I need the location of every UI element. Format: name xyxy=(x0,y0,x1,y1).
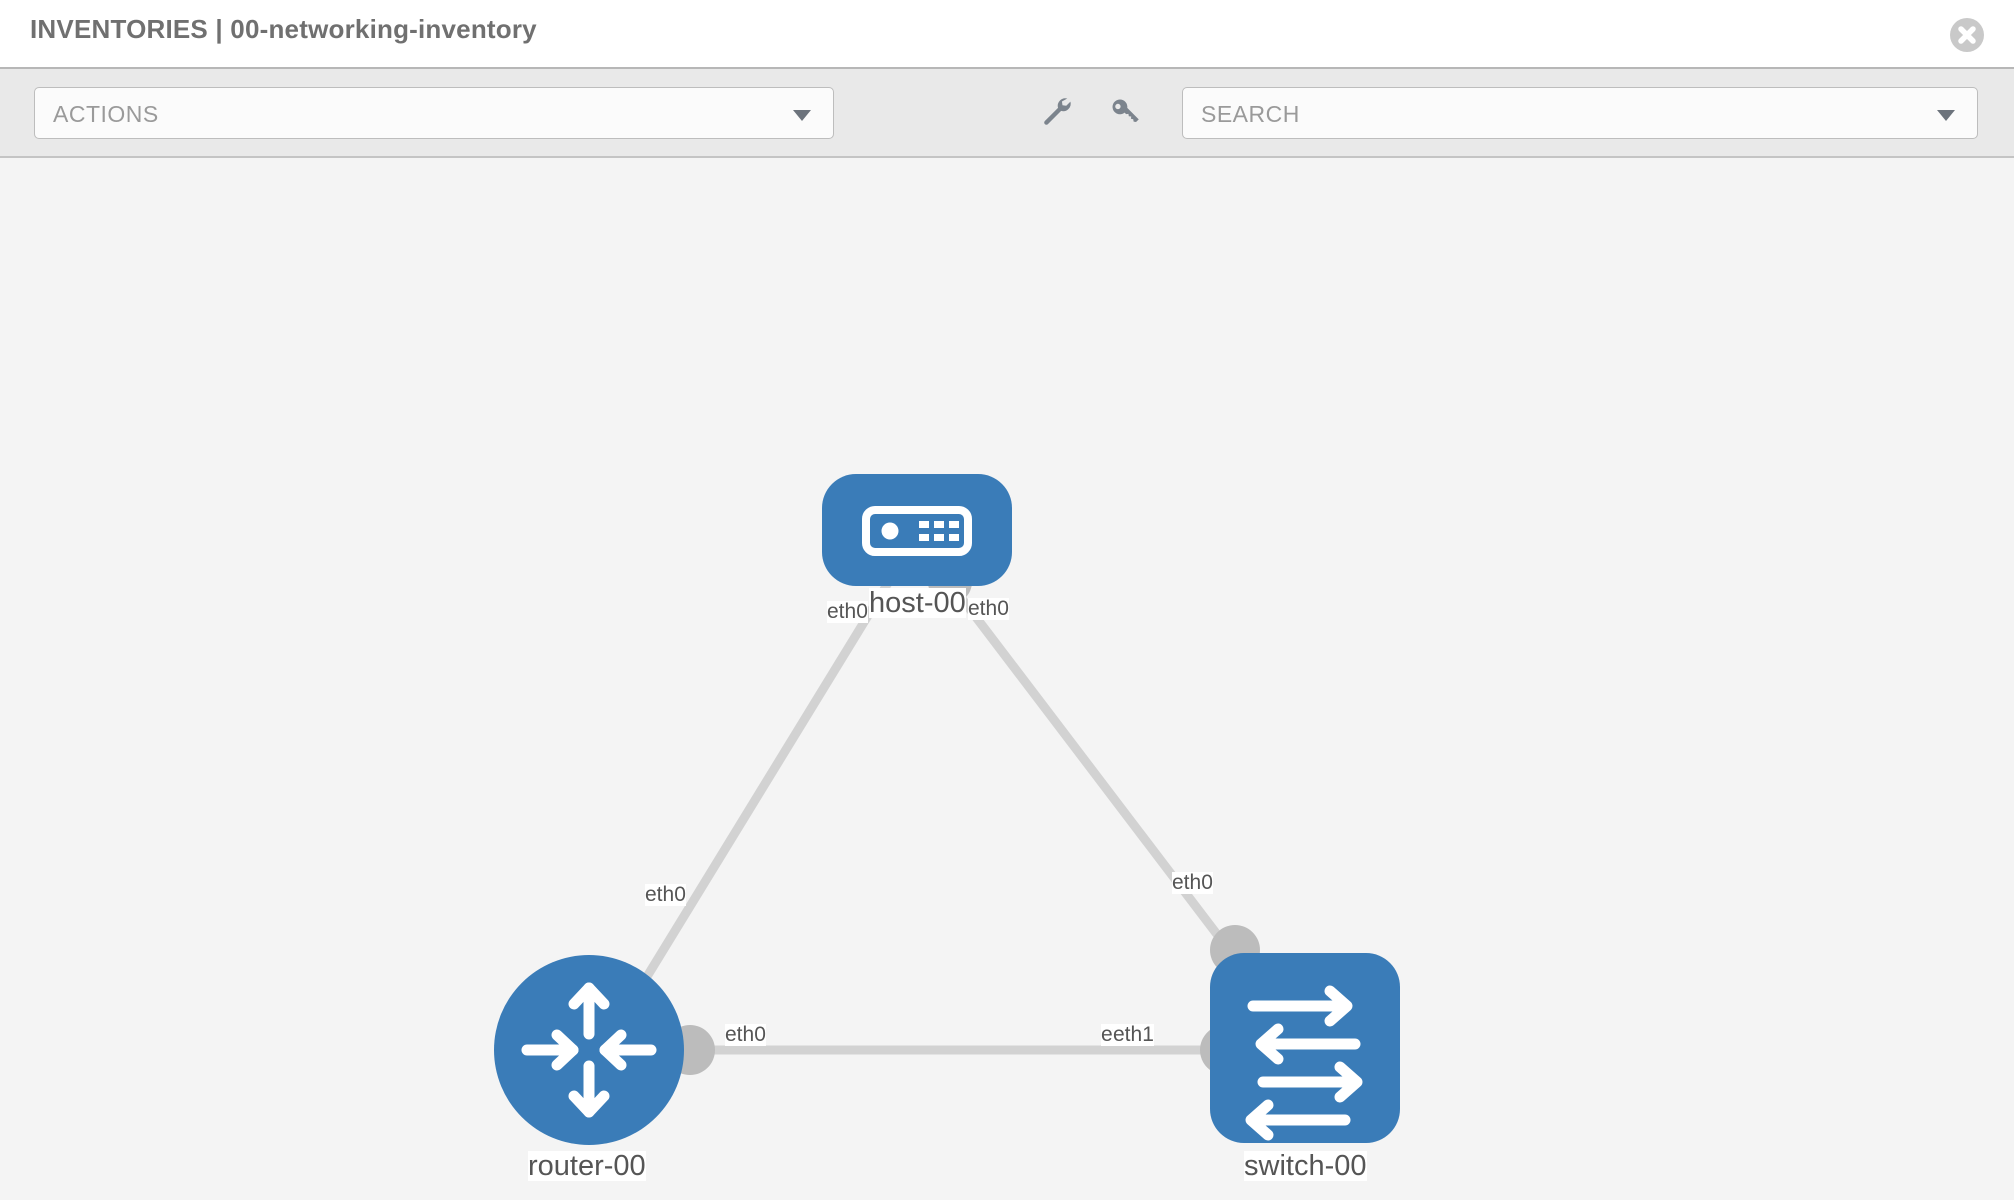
page-header: INVENTORIES | 00-networking-inventory xyxy=(0,0,2014,69)
chevron-down-icon[interactable] xyxy=(1937,110,1955,121)
router-arrows-icon xyxy=(521,982,657,1118)
interface-nub-group xyxy=(665,560,1260,1075)
chevron-down-icon xyxy=(793,110,811,121)
edge-label: eth1 xyxy=(1113,1023,1154,1047)
actions-dropdown-label: ACTIONS xyxy=(53,101,159,127)
close-button[interactable] xyxy=(1950,18,1984,52)
edge-host-switch[interactable] xyxy=(946,580,1239,961)
switch-arrows-icon xyxy=(1245,985,1363,1141)
edge-label: eth0 xyxy=(725,1023,766,1047)
search-input[interactable]: SEARCH xyxy=(1182,87,1978,139)
edge-group xyxy=(636,580,1239,1055)
edge-label: eth0 xyxy=(1172,871,1213,895)
key-icon[interactable] xyxy=(1108,95,1142,129)
node-switch-00[interactable] xyxy=(1210,953,1400,1143)
search-input-placeholder: SEARCH xyxy=(1201,101,1300,127)
node-label-switch-00: switch-00 xyxy=(1244,1150,1367,1182)
topology-graph xyxy=(494,474,1400,1145)
server-icon xyxy=(862,506,972,556)
wrench-icon[interactable] xyxy=(1040,95,1074,129)
actions-dropdown[interactable]: ACTIONS xyxy=(34,87,834,139)
node-host-00[interactable] xyxy=(822,474,1012,586)
edge-router-host[interactable] xyxy=(636,580,892,991)
node-label-host-00: host-00 xyxy=(869,587,966,619)
edge-label: eth0 xyxy=(645,883,686,907)
toolbar-icon-group xyxy=(1040,95,1142,129)
node-label-router-00: router-00 xyxy=(528,1150,646,1182)
node-router-00[interactable] xyxy=(494,955,684,1145)
toolbar: ACTIONS SEARCH xyxy=(0,69,2014,158)
close-icon xyxy=(1958,26,1976,44)
page-title: INVENTORIES | 00-networking-inventory xyxy=(30,14,537,44)
edge-label: eth0 xyxy=(827,600,868,624)
topology-canvas[interactable]: eth0 eth0 eth0 eth0 eth0 eth0 eth1 host-… xyxy=(0,158,2014,1200)
edge-label: eth0 xyxy=(968,597,1009,621)
